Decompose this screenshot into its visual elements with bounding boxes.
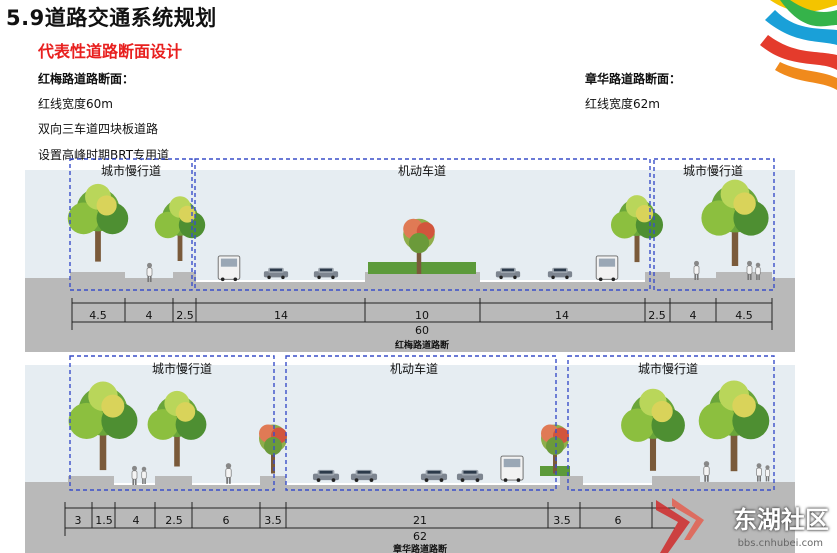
road2-caption: 章华路道路断 (393, 543, 447, 553)
road1-caption: 红梅路道路断 (395, 339, 449, 351)
road2-seg-2: 1.5 (95, 514, 113, 527)
road1-zone-label-right: 城市慢行道 (683, 163, 743, 178)
road1-seg-8: 4 (690, 309, 697, 322)
page-title: 5.9道路交通系统规划 (6, 6, 217, 30)
road1-seg-4: 14 (274, 309, 288, 322)
road1-seg-2: 4 (146, 309, 153, 322)
watermark-name: 东湖社区 (733, 506, 829, 534)
road2-zone-right (567, 355, 775, 491)
road2-seg-1: 3 (75, 514, 82, 527)
road2-zone-label-left: 城市慢行道 (152, 361, 212, 376)
road1-seg-9: 4.5 (735, 309, 753, 322)
road1-seg-6: 14 (555, 309, 569, 322)
road2-zone-label-center: 机动车道 (390, 361, 438, 376)
road2-seg-9: 6 (615, 514, 622, 527)
road2-zone-left (69, 355, 275, 491)
road1-zone-right (653, 158, 775, 291)
road2-zone-label-right: 城市慢行道 (638, 361, 698, 376)
corner-decoration-icon (760, 0, 837, 90)
road2-seg-4: 2.5 (165, 514, 183, 527)
road1-seg-5: 10 (415, 309, 429, 322)
road1-median-planting (368, 262, 476, 274)
road1-line-2: 双向三车道四块板道路 (38, 122, 159, 136)
watermark-url: bbs.cnhubei.com (737, 538, 823, 549)
road1-total: 60 (415, 324, 429, 337)
hubei-logo-icon (656, 498, 704, 553)
road2-seg-5: 6 (223, 514, 230, 527)
road1-seg-7: 2.5 (648, 309, 666, 322)
road1-seg-1: 4.5 (89, 309, 107, 322)
road1-seg-3: 2.5 (176, 309, 194, 322)
road1-section: 城市慢行道 机动车道 城市慢行道 4.5 4 2.5 14 10 14 2.5 (25, 158, 795, 352)
road1-ground (25, 272, 795, 352)
road2-heading: 章华路道路断面： (585, 72, 682, 86)
road2-seg-3: 4 (133, 514, 140, 527)
bus-icon (595, 255, 619, 282)
road1-line-1: 红线宽度60m (38, 97, 113, 111)
road2-zone-center (285, 355, 557, 491)
road2-seg-7: 21 (413, 514, 427, 527)
road1-zone-center (194, 158, 651, 291)
section-subtitle: 代表性道路断面设计 (38, 42, 183, 61)
road2-section: 城市慢行道 机动车道 城市慢行道 3 1.5 4 2.5 6 3.5 21 3.… (25, 355, 795, 553)
road2-line-1: 红线宽度62m (585, 97, 660, 111)
road2-seg-8: 3.5 (553, 514, 571, 527)
road1-heading: 红梅路道路断面： (38, 72, 135, 86)
bus-icon (217, 255, 241, 282)
road2-dimension-ticks (64, 502, 675, 536)
road1-zone-label-center: 机动车道 (398, 163, 446, 178)
bus-icon (500, 455, 524, 483)
road1-zone-label-left: 城市慢行道 (101, 163, 161, 178)
road1-dimension-ticks (71, 298, 773, 330)
road2-ground (25, 476, 795, 553)
road2-total: 62 (413, 530, 427, 543)
road2-seg-6: 3.5 (264, 514, 282, 527)
